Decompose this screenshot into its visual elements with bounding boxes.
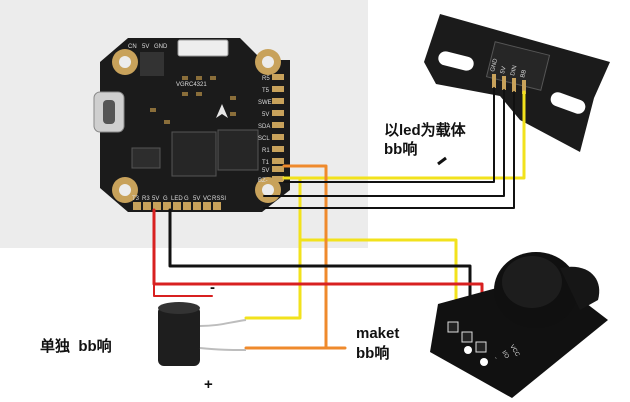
fc-right-label: R5 (262, 76, 270, 82)
yellow-wire-standalone (244, 238, 302, 320)
led-pin-label: 5V (500, 66, 508, 75)
flight-controller-board: CN 5V GND VGRC4321 R5 T5 SWE 5V SDA SCL … (93, 38, 290, 212)
fc-right-label: T1 (262, 160, 270, 166)
black-wire-module-gnd (168, 208, 472, 320)
fc-part-number: VGRC4321 (176, 82, 207, 88)
black-wire-led-5v (263, 89, 505, 197)
fc-bottom-label: 5V (193, 196, 200, 202)
fc-right-label: SWE (258, 100, 272, 106)
fc-bottom-label: LED (171, 196, 183, 202)
fc-right-label: SCL (258, 136, 270, 142)
yellow-wire-led-bb (282, 90, 526, 180)
fc-bottom-label: G (184, 196, 189, 202)
led-pin-label: BB (520, 69, 528, 78)
mounting-hole (112, 49, 138, 75)
plus-polarity-label: + (204, 376, 213, 393)
black-wire-led-din (263, 91, 515, 209)
fc-right-label: 5V (262, 112, 269, 118)
led-buzzer-label: 以led为载体 (384, 122, 466, 139)
fc-top-label: 5V (142, 44, 149, 50)
fc-top-label: CN (128, 44, 137, 50)
minus-polarity-label: - (210, 279, 215, 296)
fc-bottom-label: 5V (152, 196, 159, 202)
top-chip (140, 52, 164, 76)
fc-bottom-label: VC (203, 196, 212, 202)
module-pin-header (447, 321, 487, 353)
module-pin-label: I/O (500, 350, 510, 360)
pen-mark (437, 156, 447, 166)
fc-right-label: SDA (258, 124, 270, 130)
mounting-hole (112, 177, 138, 203)
red-wire-standalone (153, 283, 213, 297)
fc-top-label: GND (154, 44, 168, 50)
fc-bottom-label: T3 (132, 196, 140, 202)
standalone-buzzer-label: 单独 bb响 (40, 338, 112, 355)
orange-wire-5v (244, 164, 328, 350)
fc-right-label: 5V (262, 168, 269, 174)
led-buzzer-label-line2: bb响 (384, 141, 418, 158)
fc-right-label: T5 (262, 88, 270, 94)
standalone-buzzer (158, 302, 247, 366)
bottom-pads (133, 202, 221, 210)
fc-right-label: R1 (262, 148, 270, 154)
mounting-hole (255, 49, 281, 75)
black-wire-led-gnd (283, 87, 495, 183)
fc-right-label: BZ- (258, 178, 268, 184)
maket-label: maket (356, 325, 400, 342)
fc-bottom-label: RSSI (212, 196, 226, 202)
buzzer-module: - I/O VCC (430, 252, 608, 398)
small-chip (131, 147, 161, 169)
right-pads (272, 74, 284, 182)
osd-chip (217, 129, 259, 171)
led-pin-label: GND (490, 57, 499, 72)
module-pin-label: - (492, 356, 498, 361)
fc-bottom-label: R3 (142, 196, 150, 202)
top-connector (177, 39, 229, 57)
led-bracket-board: GND 5V DIN BB (424, 14, 610, 152)
led-pin-label: DIN (510, 65, 518, 76)
fc-bottom-label: G (163, 196, 168, 202)
mcu-chip (171, 131, 217, 177)
led-pin-header (492, 74, 526, 94)
direction-arrow-icon (216, 104, 228, 118)
maket-label-line2: bb响 (356, 345, 390, 362)
